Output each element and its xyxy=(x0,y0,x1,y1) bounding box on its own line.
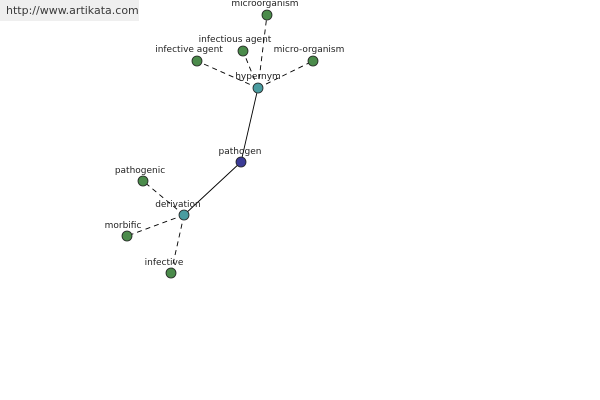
edge-pathogen-derivation xyxy=(183,161,242,216)
node-label-pathogenic: pathogenic xyxy=(115,166,165,176)
node-infectious-agent[interactable] xyxy=(237,45,249,57)
edge-hypernym-micro-organism xyxy=(257,60,314,89)
node-infective-agent[interactable] xyxy=(191,55,203,67)
edge-hypernym-microorganism xyxy=(257,14,268,89)
node-pathogen[interactable] xyxy=(235,156,247,168)
edge-hypernym-infectious-agent xyxy=(242,50,259,89)
edge-pathogen-hypernym xyxy=(240,87,259,163)
node-label-infectious-agent: infectious agent xyxy=(199,35,272,45)
edges-layer xyxy=(126,14,314,274)
node-infective[interactable] xyxy=(165,267,177,279)
node-hypernym[interactable] xyxy=(252,82,264,94)
edge-derivation-infective xyxy=(170,214,185,274)
edge-hypernym-infective-agent xyxy=(196,60,259,89)
edge-derivation-morbific xyxy=(126,214,185,237)
node-label-microorganism: microorganism xyxy=(231,0,298,9)
node-micro-organism[interactable] xyxy=(307,55,319,67)
node-morbific[interactable] xyxy=(121,230,133,242)
node-label-derivation: derivation xyxy=(155,200,201,210)
watermark-url: http://www.artikata.com xyxy=(0,0,139,21)
labels-layer: pathogen hypernym derivation microorganism i… xyxy=(105,0,345,268)
node-label-pathogen: pathogen xyxy=(219,147,262,157)
nodes-layer xyxy=(121,9,319,279)
node-label-hypernym: hypernym xyxy=(235,72,281,82)
node-pathogenic[interactable] xyxy=(137,175,149,187)
node-label-micro-organism: micro-organism xyxy=(274,45,345,55)
node-label-infective: infective xyxy=(145,258,184,268)
node-label-morbific: morbific xyxy=(105,221,142,231)
node-derivation[interactable] xyxy=(178,209,190,221)
node-microorganism[interactable] xyxy=(261,9,273,21)
node-label-infective-agent: infective agent xyxy=(155,45,223,55)
